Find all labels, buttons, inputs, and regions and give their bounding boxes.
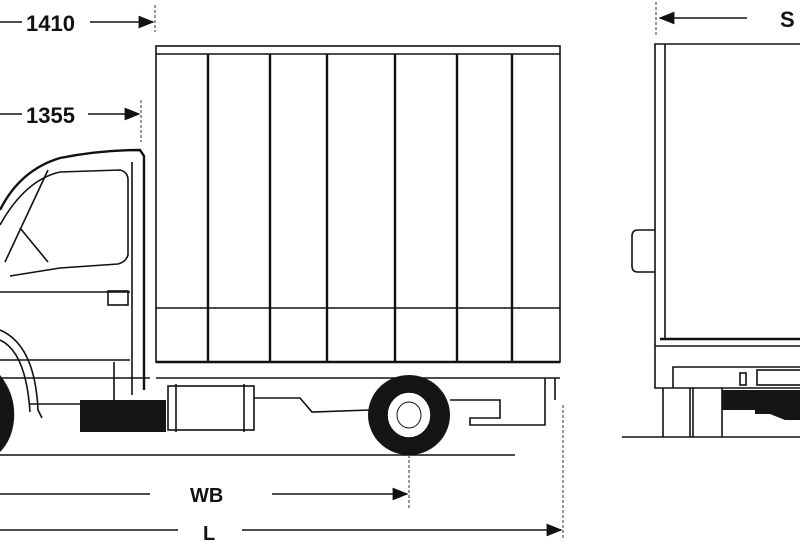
dimension-label-wb: WB <box>190 485 223 507</box>
cargo-box-side <box>155 45 561 379</box>
truck-cab <box>0 148 150 419</box>
dimension-label-1410: 1410 <box>26 11 75 36</box>
dimension-1410: 1410 <box>0 5 156 36</box>
dimension-label-l: L <box>203 523 215 545</box>
dimension-wheelbase: WB <box>0 455 410 510</box>
dimension-1355: 1355 <box>0 100 142 142</box>
dimension-label-1355: 1355 <box>26 103 75 128</box>
dimension-label-s: S <box>780 7 795 32</box>
rear-wheel <box>368 375 450 455</box>
front-wheel <box>0 375 15 452</box>
rear-view: S <box>622 2 800 438</box>
chassis <box>80 378 556 432</box>
dimension-length: L <box>0 405 564 545</box>
